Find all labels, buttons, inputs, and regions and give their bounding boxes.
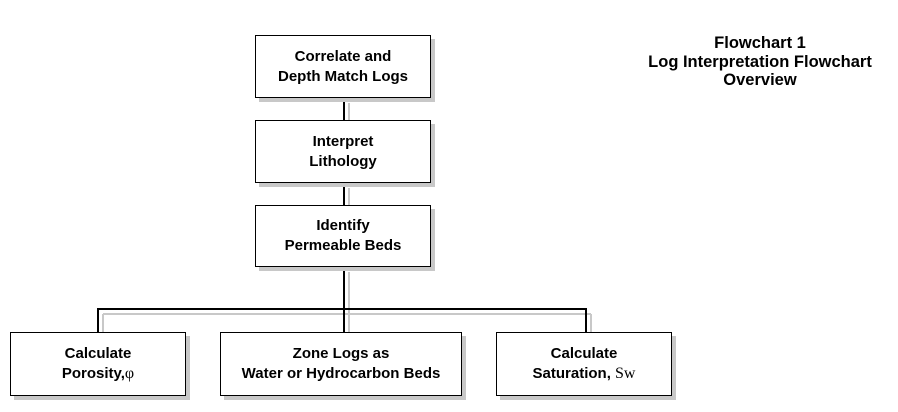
node-calculate-porosity: Calculate Porosity,φ bbox=[10, 332, 186, 396]
node-porosity-label: Porosity, bbox=[61, 365, 125, 382]
node-interpret-lithology: Interpret Lithology bbox=[255, 120, 431, 183]
node-correlate-line-2: Depth Match Logs bbox=[278, 67, 408, 85]
node-lithology-line-1: Interpret bbox=[312, 132, 374, 150]
node-porosity-line-1: Calculate bbox=[64, 345, 132, 362]
node-porosity-line-2: Porosity,φ bbox=[62, 364, 134, 384]
node-zone-line-1: Zone Logs as bbox=[292, 345, 390, 362]
node-zone-logs: Zone Logs as Water or Hydrocarbon Beds bbox=[220, 332, 462, 396]
node-zone-line-2: Water or Hydrocarbon Beds bbox=[241, 365, 441, 382]
title-line-2: Log Interpretation Flowchart bbox=[648, 52, 872, 71]
title-line-1: Flowchart 1 bbox=[714, 34, 806, 52]
node-correlate-logs: Correlate and Depth Match Logs bbox=[255, 35, 431, 98]
node-correlate-line-1: Correlate and bbox=[294, 47, 392, 65]
node-identify-permeable-beds: Identify Permeable Beds bbox=[255, 205, 431, 267]
node-saturation-line-2: Saturation, Sw bbox=[533, 364, 636, 384]
porosity-symbol: φ bbox=[124, 365, 135, 382]
node-saturation-line-1: Calculate bbox=[550, 345, 618, 362]
flowchart-title: Flowchart 1 Log Interpretation Flowchart… bbox=[610, 34, 898, 90]
node-calculate-saturation: Calculate Saturation, Sw bbox=[496, 332, 672, 396]
node-permeable-line-1: Identify bbox=[316, 217, 370, 234]
saturation-symbol: Sw bbox=[615, 365, 636, 382]
node-lithology-line-2: Lithology bbox=[309, 152, 377, 170]
node-permeable-line-2: Permeable Beds bbox=[284, 237, 402, 254]
node-saturation-label: Saturation, bbox=[532, 365, 611, 382]
title-line-3: Overview bbox=[723, 71, 797, 89]
